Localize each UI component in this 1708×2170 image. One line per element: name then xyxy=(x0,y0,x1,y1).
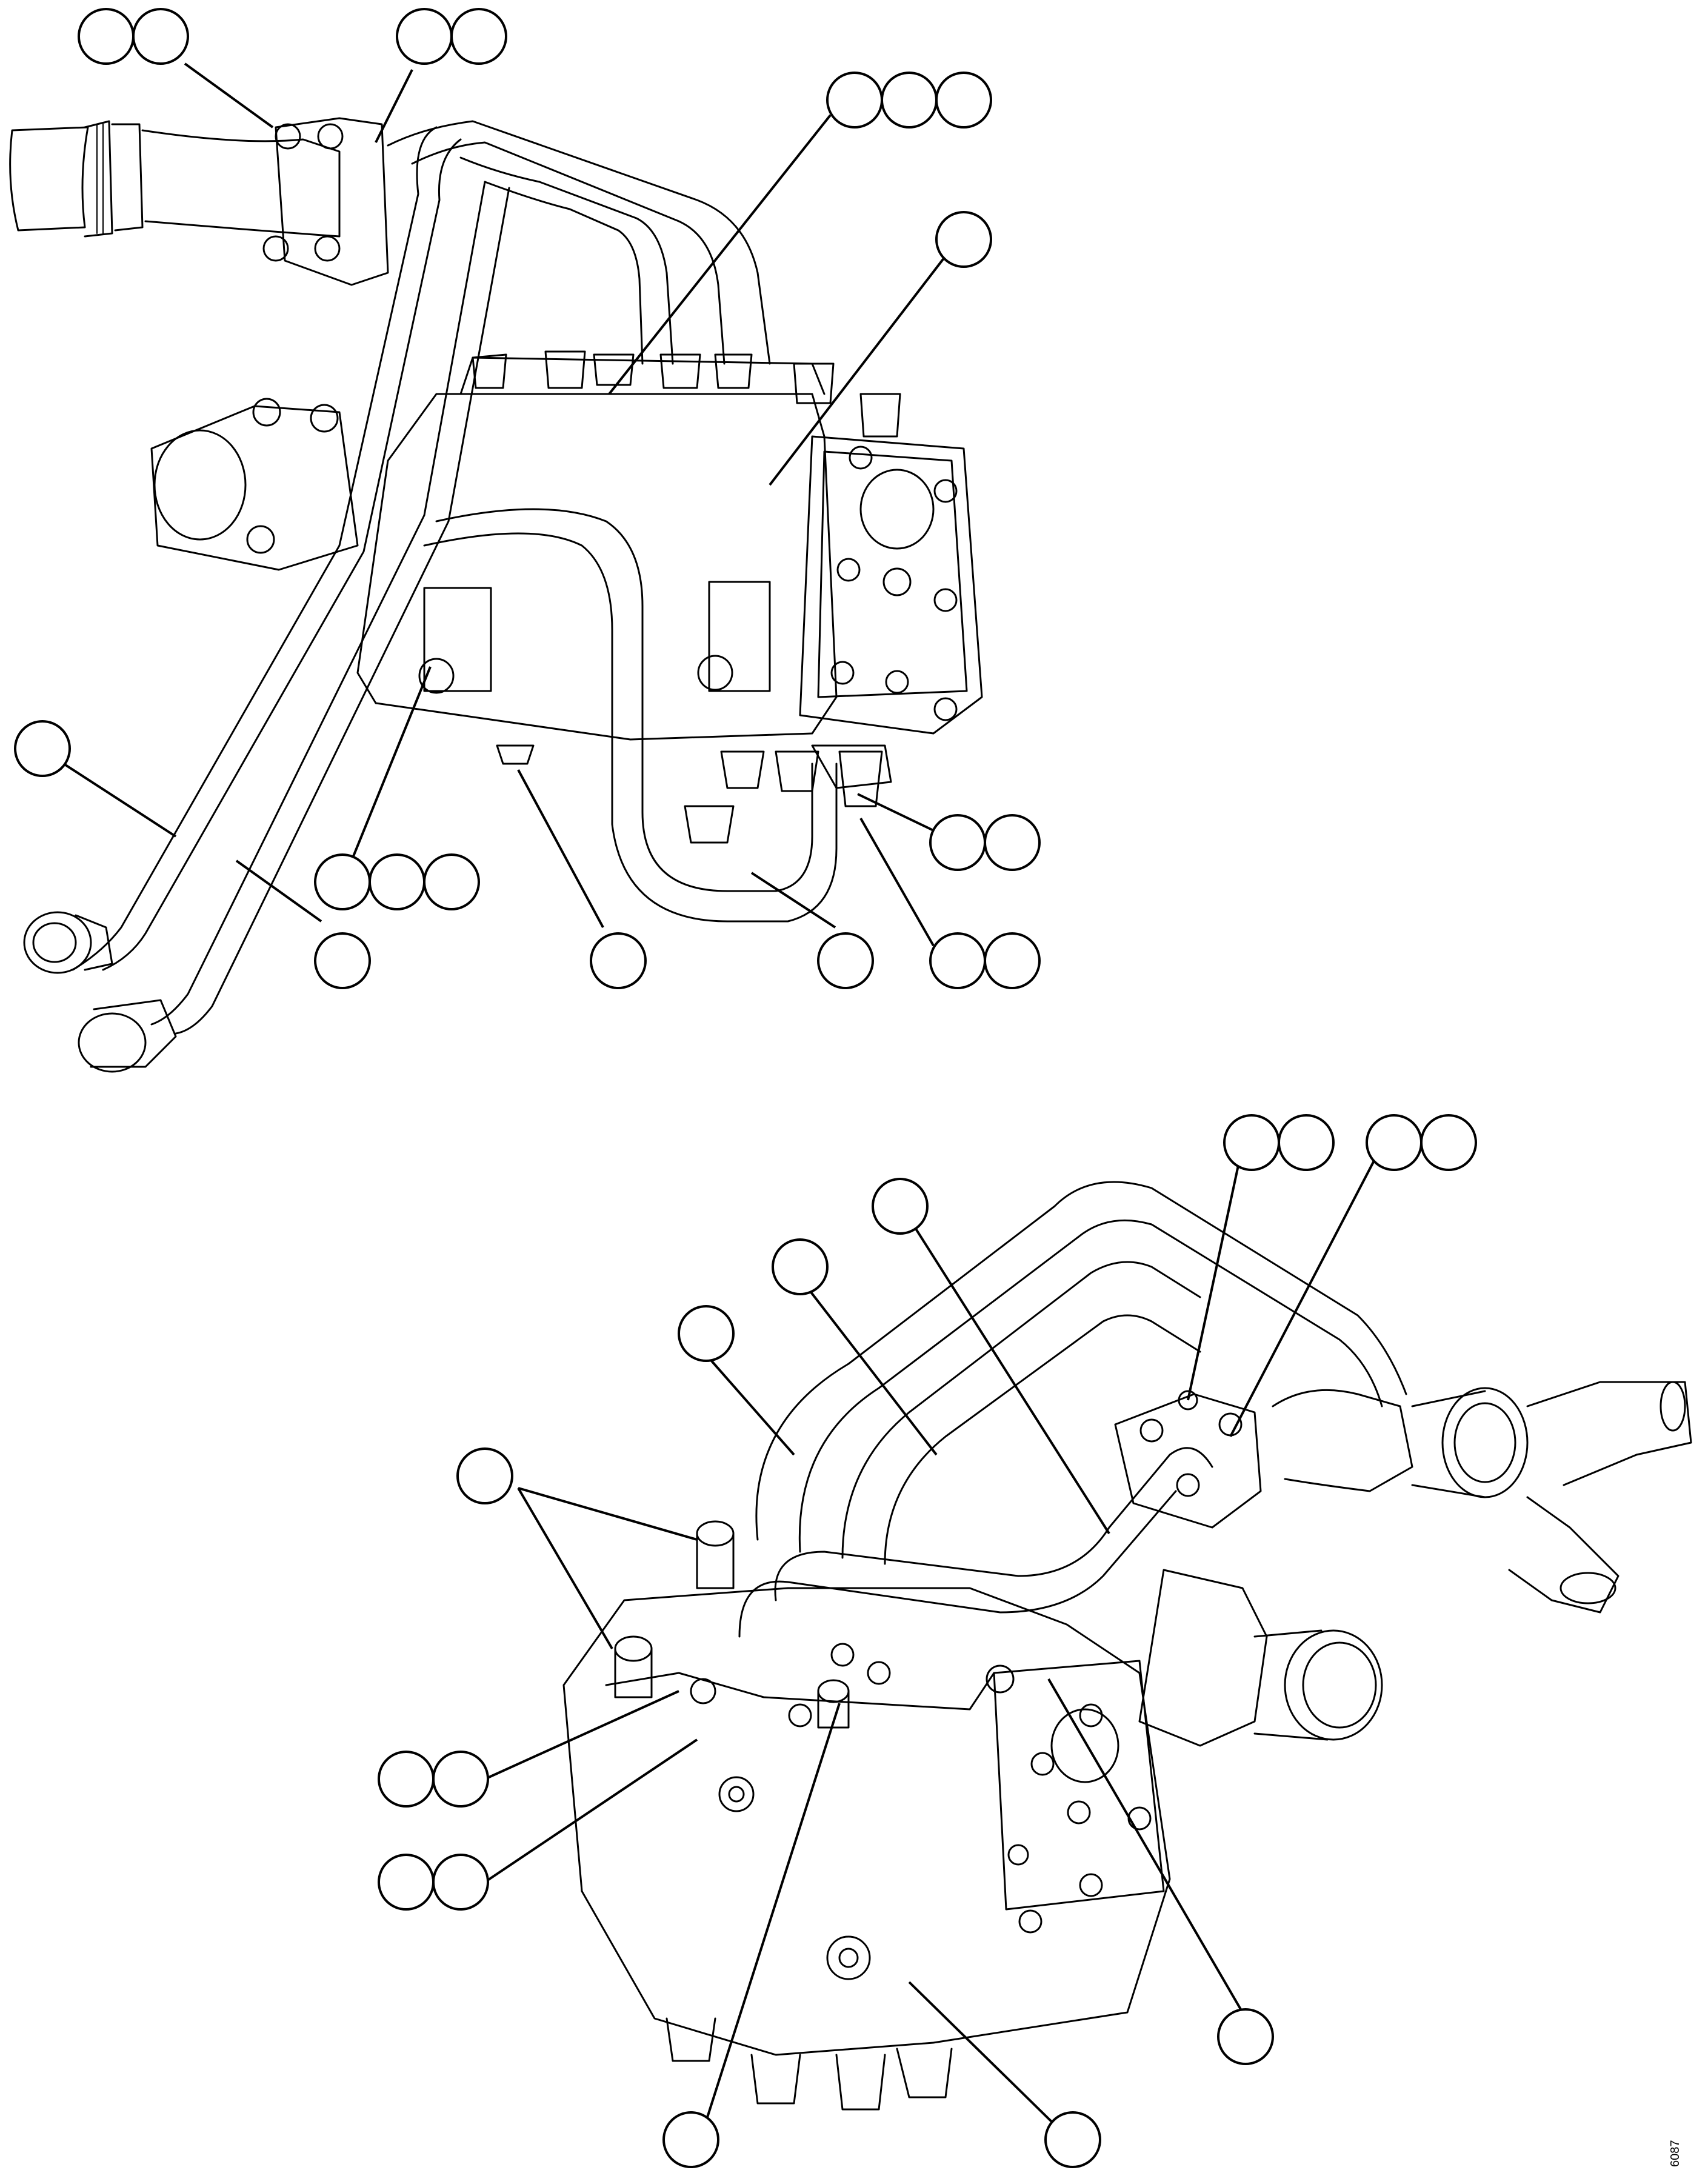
callout-balloon xyxy=(935,211,992,268)
callout-balloon xyxy=(772,1238,829,1295)
callout-leaders xyxy=(62,62,1383,2131)
callout-balloon xyxy=(881,72,938,129)
upper-pump-assembly xyxy=(9,117,983,1073)
callout-balloon xyxy=(378,1751,435,1808)
callout-balloon xyxy=(314,932,371,989)
callout-balloon xyxy=(984,814,1041,871)
callout-balloon xyxy=(456,1447,513,1504)
callout-balloon xyxy=(378,1854,435,1911)
callout-balloon xyxy=(1366,1114,1423,1171)
callout-balloon xyxy=(929,932,986,989)
callout-balloon xyxy=(432,1751,489,1808)
callout-balloons xyxy=(14,8,1477,2168)
callout-balloon xyxy=(872,1178,929,1235)
callout-balloon xyxy=(678,1305,735,1362)
callout-balloon xyxy=(14,720,71,777)
callout-balloon xyxy=(984,932,1041,989)
callout-balloon xyxy=(1217,2008,1274,2065)
lower-pump-assembly xyxy=(562,1181,1692,2111)
callout-balloon xyxy=(1420,1114,1477,1171)
callout-balloon xyxy=(423,853,480,910)
callout-balloon xyxy=(432,1854,489,1911)
callout-balloon xyxy=(1278,1114,1335,1171)
figure-id-label: 6087 xyxy=(1669,2140,1682,2168)
valve-stems xyxy=(472,350,901,438)
callout-balloon xyxy=(929,814,986,871)
callout-balloon xyxy=(369,853,425,910)
callout-balloon xyxy=(935,72,992,129)
callout-balloon xyxy=(396,8,453,65)
callout-balloon xyxy=(817,932,874,989)
callout-balloon xyxy=(450,8,507,65)
callout-balloon xyxy=(78,8,135,65)
callout-balloon xyxy=(314,853,371,910)
callout-balloon xyxy=(590,932,647,989)
callout-balloon xyxy=(826,72,883,129)
callout-balloon xyxy=(132,8,189,65)
callout-balloon xyxy=(1223,1114,1280,1171)
callout-balloon xyxy=(1044,2111,1101,2168)
callout-balloon xyxy=(662,2111,719,2168)
